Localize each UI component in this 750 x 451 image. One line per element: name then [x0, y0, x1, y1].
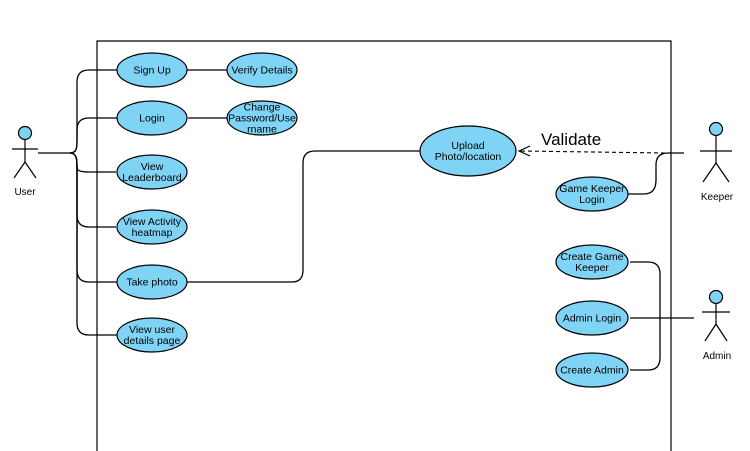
- take-photo-to-upload: [187, 150, 420, 283]
- actor-keeper[interactable]: Keeper: [700, 121, 734, 204]
- use-case-label-line: Login: [579, 194, 605, 206]
- use-case-label-line: Create Game: [560, 251, 623, 263]
- use-case-label-line: rname: [247, 124, 277, 136]
- use-case-label-line: Create Admin: [560, 365, 624, 377]
- use-case-take-photo[interactable]: Take photo: [116, 264, 188, 300]
- use-case-label-line: Photo/location: [435, 151, 502, 163]
- connector-lines: [38, 69, 694, 371]
- validate-dependency: Validate: [517, 130, 666, 157]
- admin-to-create-game-keeper: [630, 261, 661, 318]
- keeper-to-game-keeper-login: [628, 152, 684, 195]
- use-case-label-line: Admin Login: [563, 313, 622, 325]
- use-case-label-line: Take photo: [126, 277, 178, 289]
- use-case-label-line: View user: [129, 324, 175, 336]
- stick-figure-icon: [12, 125, 38, 179]
- use-case-label-line: Password/Use: [228, 113, 296, 125]
- svg-text:Verify Details: Verify Details: [231, 65, 292, 77]
- svg-text:Take photo: Take photo: [126, 277, 178, 289]
- svg-text:Create Admin: Create Admin: [560, 365, 624, 377]
- use-case-verify-details[interactable]: Verify Details: [226, 52, 298, 88]
- actor-user-label: User: [14, 187, 36, 198]
- svg-text:Login: Login: [139, 113, 165, 125]
- user-to-view-user-details: [69, 152, 117, 336]
- svg-text:Admin Login: Admin Login: [563, 313, 622, 325]
- use-case-label-line: Change: [244, 102, 281, 114]
- use-case-label-line: Keeper: [575, 262, 609, 274]
- use-case-label-line: Upload: [451, 140, 484, 152]
- use-case-sign-up[interactable]: Sign Up: [116, 52, 188, 88]
- admin-to-create-admin: [630, 318, 661, 371]
- use-case-create-admin[interactable]: Create Admin: [555, 352, 629, 388]
- use-case-label-line: Login: [139, 113, 165, 125]
- actor-admin[interactable]: Admin: [702, 289, 731, 363]
- use-case-label-line: Game Keeper: [559, 183, 625, 195]
- actor-user[interactable]: User: [12, 125, 38, 199]
- use-case-label-line: View Activity: [123, 216, 182, 228]
- validate-dashed-line: [519, 150, 666, 154]
- use-case-label-line: Sign Up: [133, 65, 171, 77]
- use-case-label-line: View: [141, 161, 164, 173]
- use-case-label-line: Leaderboard: [122, 172, 182, 184]
- validate-label: Validate: [541, 130, 601, 149]
- stick-figure-icon: [702, 289, 730, 342]
- use-case-label-line: Verify Details: [231, 65, 292, 77]
- actor-admin-label: Admin: [703, 351, 731, 362]
- use-case-label-line: details page: [124, 335, 181, 347]
- user-to-login: [69, 117, 117, 154]
- svg-text:Sign Up: Sign Up: [133, 65, 171, 77]
- stick-figure-icon: [700, 121, 732, 183]
- validate-arrowhead: [517, 145, 531, 157]
- use-case-login[interactable]: Login: [116, 100, 188, 136]
- use-case-label-line: heatmap: [132, 227, 173, 239]
- system-boundary: [96, 40, 672, 451]
- use-case-admin-login[interactable]: Admin Login: [555, 300, 629, 336]
- actor-keeper-label: Keeper: [701, 192, 734, 203]
